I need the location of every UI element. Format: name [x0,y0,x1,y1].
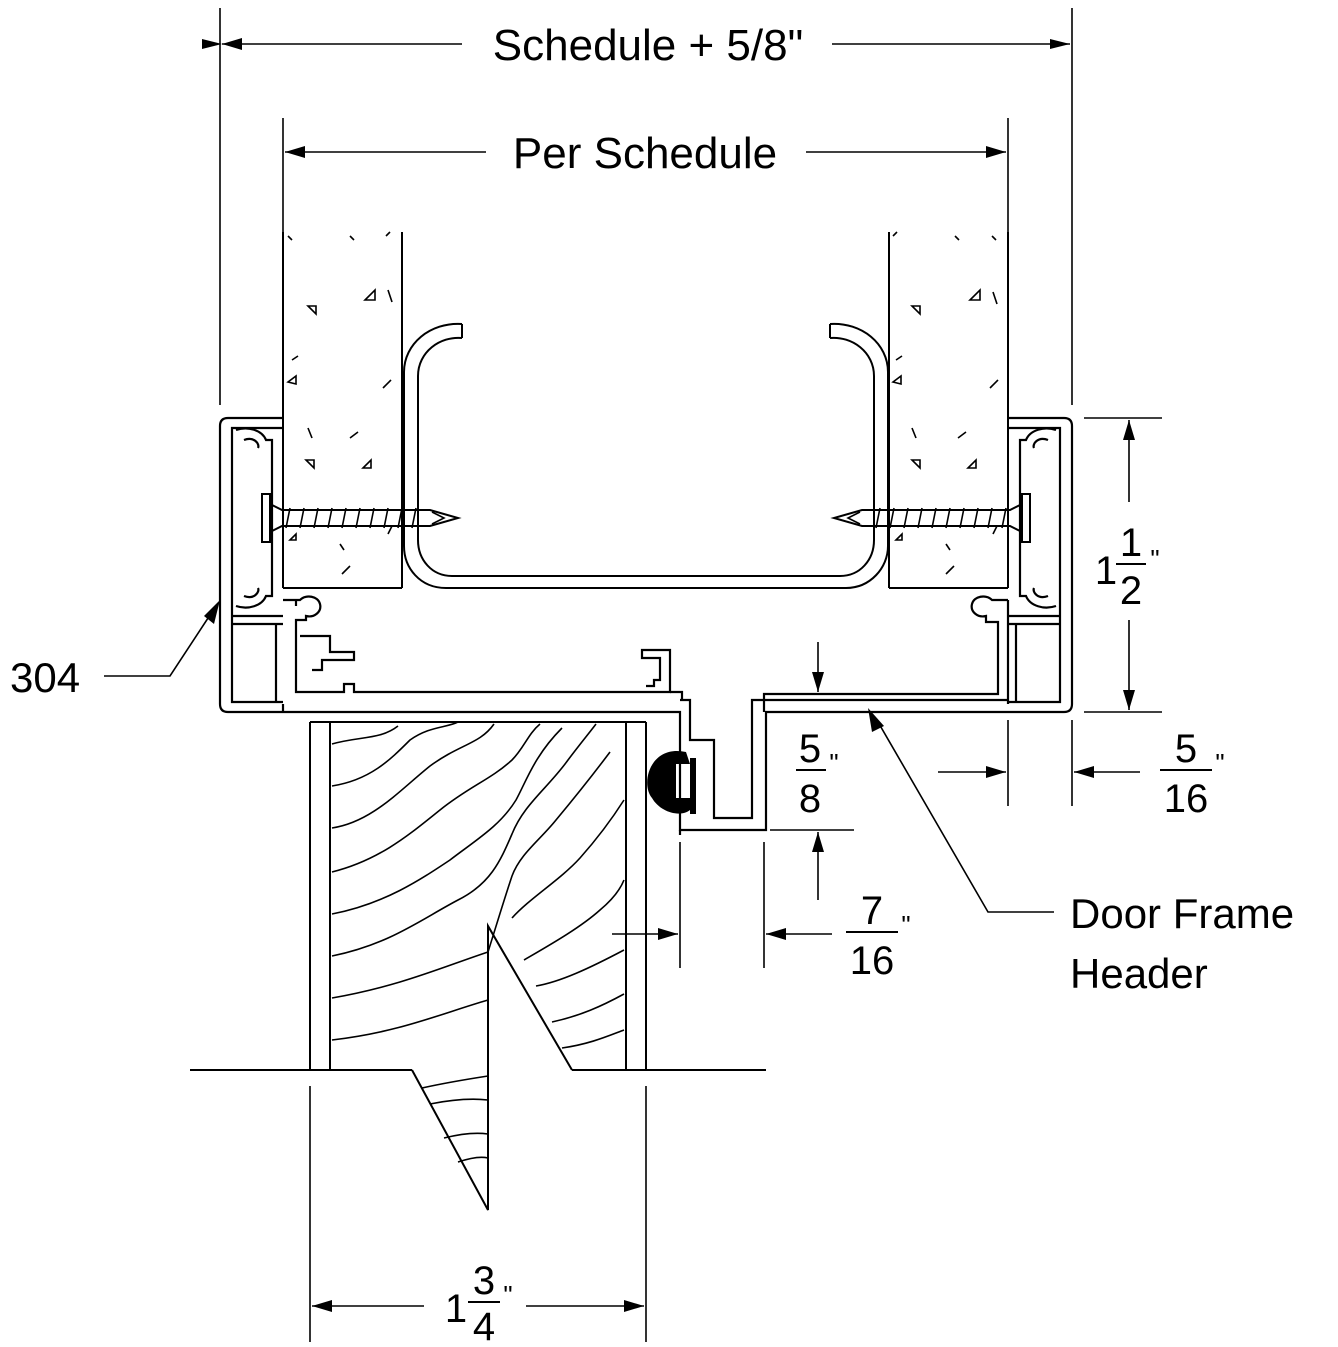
right-wall-board [888,231,1009,589]
door-thickness-dimension: 1 3 4 " [312,1259,644,1347]
door-thickness-num: 3 [473,1259,495,1303]
left-wall-board [282,231,403,589]
part-number-label: 304 [10,654,80,701]
stop-offset-dimension: 7 16 " [612,842,911,983]
frame-extrusion [218,416,1074,835]
stop-height-num: 5 [799,727,821,771]
overall-width-dimension: Schedule + 5/8" [202,8,1073,405]
inner-width-dimension: Per Schedule [282,118,1009,405]
frame-depth-dimension: 1 1 2 " [1084,417,1162,713]
door-thickness-whole: 1 [445,1287,467,1331]
stop-height-unit: " [829,748,838,778]
door-thickness-unit: " [503,1280,512,1310]
return-width-dimension: 5 16 " [938,720,1225,821]
metal-stud-channel [403,322,889,589]
weatherstrip-gasket [647,750,696,814]
part-304-callout: 304 [10,600,220,701]
overall-width-label: Schedule + 5/8" [493,21,803,70]
inner-width-label: Per Schedule [513,129,777,178]
stop-offset-num: 7 [861,889,883,933]
stop-offset-den: 16 [850,939,895,983]
door-thickness-den: 4 [473,1305,495,1347]
frame-depth-whole: 1 [1095,549,1117,593]
header-callout-line1: Door Frame [1070,890,1294,937]
right-screw [830,493,1031,543]
door-frame-header-callout: Door Frame Header [868,708,1294,997]
left-screw [261,493,462,543]
header-callout-line2: Header [1070,950,1208,997]
return-width-den: 16 [1164,777,1209,821]
return-width-num: 5 [1175,727,1197,771]
stop-offset-unit: " [901,910,910,940]
frame-depth-unit: " [1150,544,1159,574]
stop-height-dimension: 5 8 " [770,642,854,900]
stop-height-den: 8 [799,777,821,821]
door-leaf [190,721,766,1342]
frame-depth-den: 2 [1120,569,1142,613]
frame-depth-num: 1 [1120,521,1142,565]
return-width-unit: " [1215,748,1224,778]
